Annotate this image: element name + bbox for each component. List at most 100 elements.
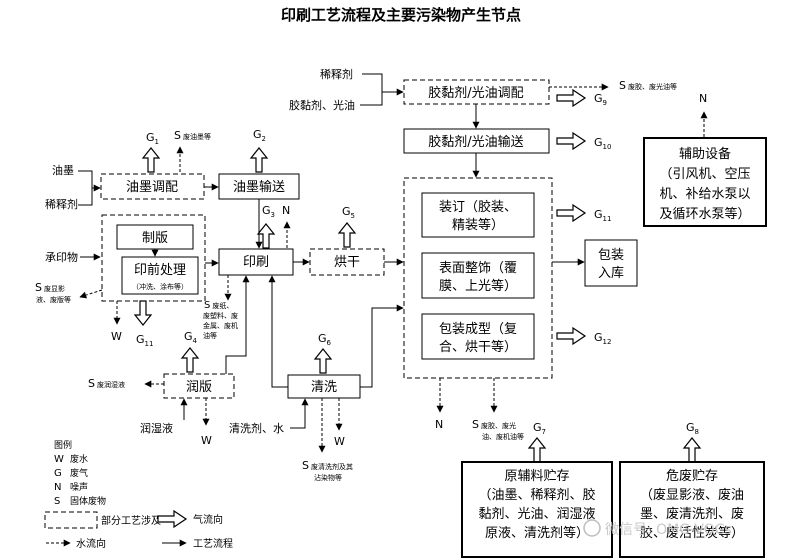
solid-postpress-sub2: 油、废机油等	[482, 432, 524, 441]
group-postpress	[403, 177, 553, 379]
legend-title: 图例	[54, 439, 72, 451]
node-raw-storage-title: 原辅料贮存	[504, 469, 569, 484]
gas-g1: G1	[146, 131, 159, 146]
legend-gas-flow: 气流向	[193, 513, 223, 526]
node-haz-storage-title: 危废贮存	[666, 468, 718, 484]
node-drying	[309, 248, 385, 276]
gas-g2: G2	[253, 128, 266, 143]
noise-n3: N	[699, 92, 707, 105]
node-haz-l2: 墨、废清洗剂、废	[640, 506, 744, 522]
legend-g-key: G	[54, 468, 62, 479]
node-cleaning-label: 清洗	[311, 380, 337, 395]
gas-g3: G3	[262, 204, 275, 219]
node-warehouse-l1: 包装	[598, 248, 624, 263]
node-finishing	[421, 252, 535, 299]
gas-g7: G7	[533, 421, 546, 436]
input-cleaning-agent: 清洗剂、水	[229, 421, 284, 435]
node-haz-storage	[619, 461, 765, 558]
node-glue-transfer	[403, 128, 550, 154]
node-ink-transfer	[218, 173, 300, 200]
input-fountain-solution: 润湿液	[140, 421, 173, 435]
legend-n-key: N	[54, 482, 61, 493]
solid-printing-sub4: 油等	[203, 331, 217, 340]
legend-partial-swatch	[44, 511, 98, 529]
node-ink-transfer-label: 油墨输送	[233, 179, 285, 195]
node-printing-label: 印刷	[243, 255, 269, 270]
node-warehouse	[584, 239, 638, 287]
node-aux-l1: 辅助设备	[679, 146, 731, 162]
node-haz-l3: 胶、废活性炭等）	[640, 525, 744, 541]
node-prepress-label: 印前处理	[134, 262, 186, 278]
legend-partial-desc: 部分工艺涉及	[101, 514, 161, 527]
legend: 图例 W 废水 G 废气 N 噪声 S 固体废物 部分工艺涉及 气流向 水流向 …	[44, 439, 233, 550]
node-aux-l3: 机、补给水泵以	[659, 187, 750, 202]
solid-printing-sub2: 废塑料、废	[203, 311, 238, 320]
watermark: 微信号: OMG-VOCs	[583, 519, 732, 538]
legend-s-desc: 固体废物	[70, 495, 106, 507]
legend-w-key: W	[54, 454, 64, 465]
node-glue-mixing-label: 胶黏剂/光油调配	[428, 85, 523, 101]
input-ink: 油墨	[52, 163, 74, 177]
noise-n1: N	[282, 204, 290, 217]
node-packaging-l1: 包装成型（复	[439, 322, 517, 337]
legend-process-flow: 工艺流程	[193, 537, 233, 550]
node-ink-mixing-label: 油墨调配	[126, 180, 178, 195]
gas-g6: G6	[318, 332, 332, 347]
gas-g10: G10	[594, 136, 611, 151]
node-prepress	[121, 256, 199, 295]
node-aux-l2: （引风机、空压	[659, 167, 750, 182]
gas-g12: G12	[594, 331, 611, 346]
node-binding-l2: 精装等）	[452, 217, 504, 233]
node-raw-l3: 原液、清洗剂等）	[485, 525, 589, 541]
node-finishing-l1: 表面整饰（覆	[439, 261, 517, 276]
water-w1: W	[111, 330, 122, 343]
solid-printing-sub3: 金属、废机	[203, 321, 238, 330]
node-binding	[421, 192, 535, 238]
gas-g4: G4	[184, 330, 198, 345]
node-packaging-l2: 合、烘干等）	[439, 339, 517, 355]
gas-g5: G5	[342, 205, 355, 220]
legend-n-desc: 噪声	[70, 481, 88, 493]
node-raw-l2: 黏剂、光油、润湿液	[478, 506, 595, 522]
solid-cleaning-sub2: 沾染物等	[314, 473, 342, 482]
diagram-title: 印刷工艺流程及主要污染物产生节点	[281, 6, 521, 24]
legend-s-key: S	[54, 496, 60, 507]
gas-g9: G9	[594, 92, 607, 107]
node-dampening-label: 润版	[186, 380, 212, 395]
node-dampening	[163, 373, 235, 399]
gas-g11: G11	[594, 208, 611, 223]
node-glue-transfer-label: 胶黏剂/光油输送	[428, 134, 523, 150]
input-thinner2: 稀释剂	[320, 67, 353, 81]
solid-prepress-sub2: 液、废版等	[36, 295, 71, 304]
gas-g11-left: G11	[136, 333, 153, 348]
node-printing	[218, 248, 294, 276]
node-warehouse-l2: 入库	[598, 265, 624, 281]
node-aux-l4: 及循环水泵等）	[659, 206, 750, 222]
node-aux-equipment	[643, 137, 767, 227]
input-thinner: 稀释剂	[45, 197, 78, 211]
noise-n2: N	[435, 418, 443, 431]
node-haz-l1: （废显影液、废油	[640, 487, 744, 503]
node-binding-l1: 装订（胶装、	[439, 199, 517, 215]
water-w3: W	[334, 435, 345, 448]
node-raw-storage	[461, 461, 613, 558]
legend-g-desc: 废气	[70, 467, 88, 479]
node-finishing-l2: 膜、上光等）	[439, 278, 517, 294]
node-plate-making-label: 制版	[142, 231, 168, 246]
group-prepress	[101, 214, 206, 302]
node-drying-label: 烘干	[334, 255, 360, 270]
node-raw-l1: （油墨、稀释剂、胶	[478, 487, 595, 503]
water-w2: W	[201, 434, 212, 447]
legend-w-desc: 废水	[70, 453, 88, 465]
input-adhesive-varnish: 胶黏剂、光油	[289, 98, 355, 112]
gas-g8: G8	[686, 421, 699, 436]
watermark-text: 微信号: OMG-VOCs	[605, 522, 732, 538]
